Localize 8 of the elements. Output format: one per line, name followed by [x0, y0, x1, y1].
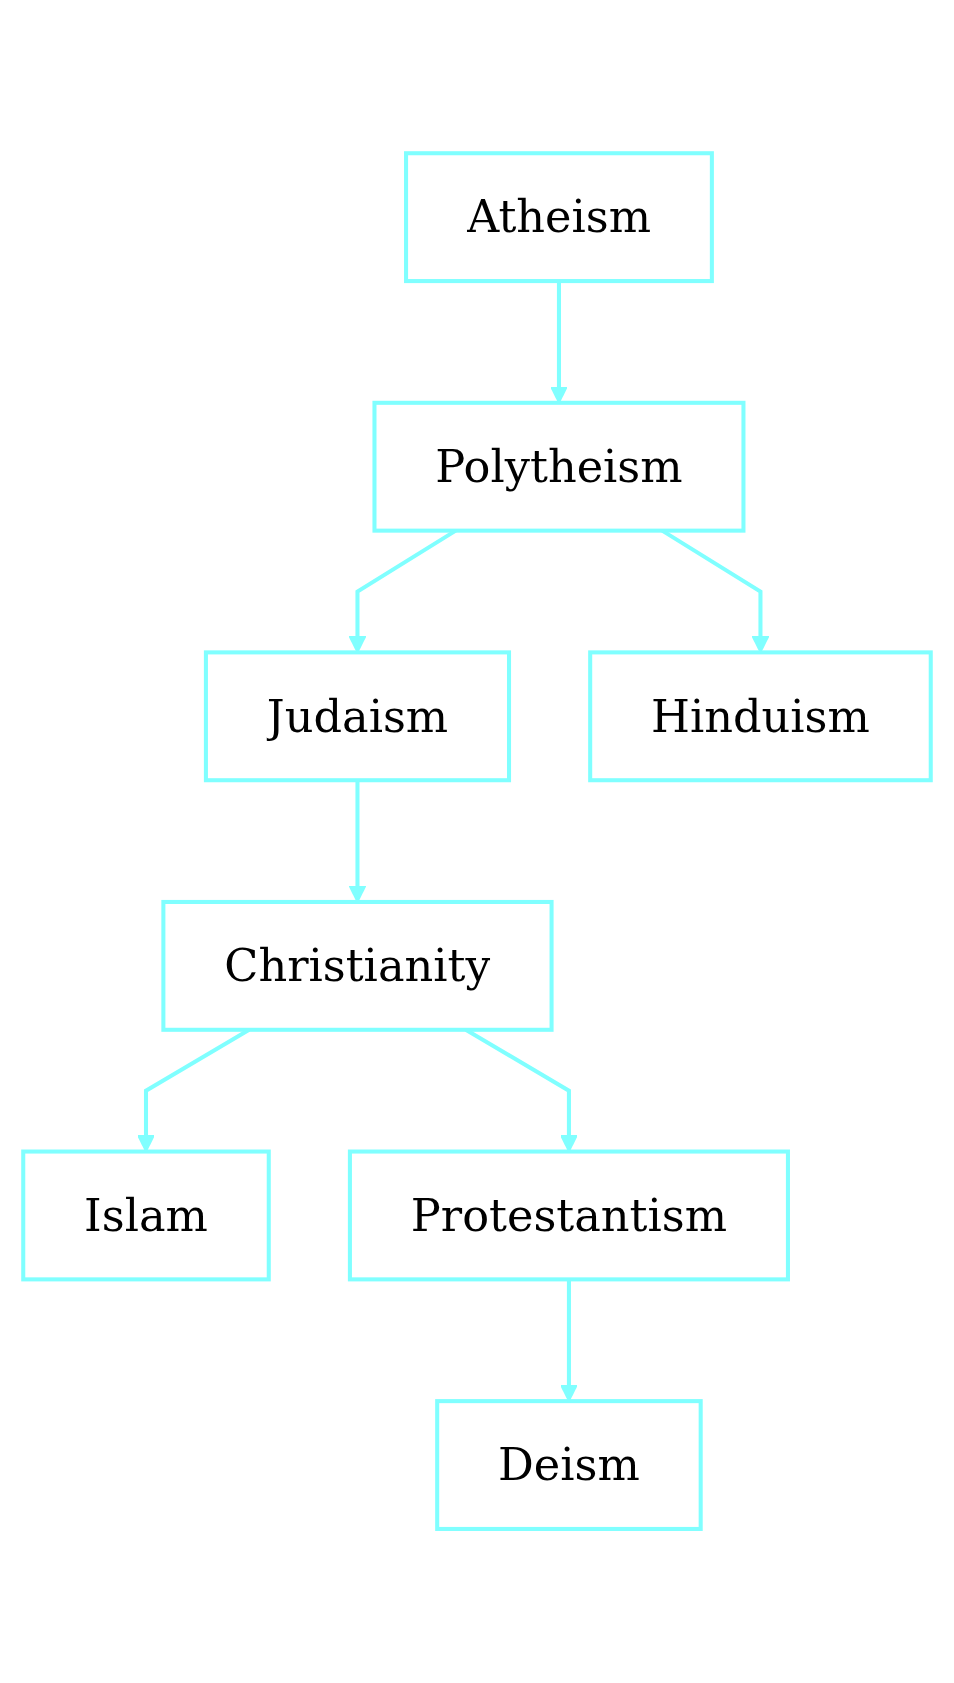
node-box: Atheism: [404, 151, 714, 284]
node-box: Judaism: [203, 650, 512, 783]
node-box: Christianity: [161, 900, 554, 1033]
node-box: Hinduism: [588, 650, 933, 783]
node-box: Deism: [435, 1399, 703, 1532]
node-box: Protestantism: [347, 1149, 790, 1282]
node-box: Islam: [21, 1149, 271, 1282]
node-box: Polytheism: [372, 401, 746, 534]
